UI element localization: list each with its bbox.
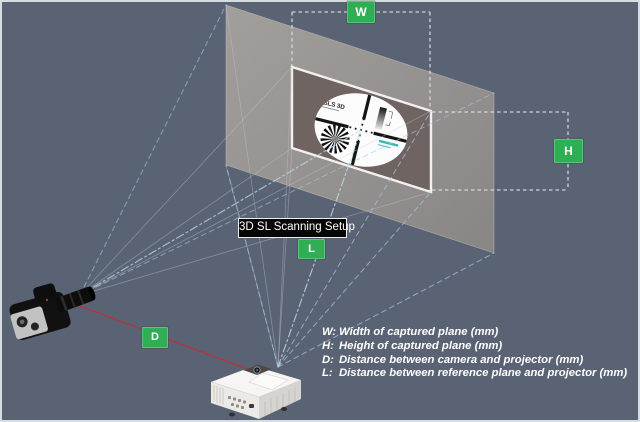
grayscale-bar: [374, 106, 387, 130]
legend-text: Distance between camera and projector (m…: [339, 353, 584, 366]
camera: [9, 283, 96, 341]
projector-buttons: [228, 396, 254, 409]
legend-item-width: W: Width of captured plane (mm): [322, 326, 627, 340]
legend-text: Distance between reference plane and pro…: [339, 367, 628, 380]
dimension-lines: [291, 11, 569, 191]
legend: W: Width of captured plane (mm) H: Heigh…: [322, 326, 627, 381]
legend-key: W:: [322, 326, 337, 338]
legend-item-camera-distance: D: Distance between camera and projector…: [322, 354, 627, 368]
width-dimension-line: [291, 11, 431, 110]
camera-rays: [79, 4, 495, 296]
legend-key: H:: [322, 339, 334, 352]
legend-item-plane-distance: L: Distance between reference plane and …: [322, 367, 627, 381]
legend-key: L:: [322, 367, 333, 380]
legend-text: Height of captured plane (mm): [339, 339, 503, 352]
diagram-title-tooltip: 3D SL Scanning Setup: [238, 218, 355, 238]
legend-text: Width of captured plane (mm): [339, 326, 499, 338]
legend-item-height: H: Height of captured plane (mm): [322, 340, 627, 354]
label-width: W: [347, 1, 375, 23]
label-camera-projector-distance: D: [142, 327, 168, 348]
projector: [210, 364, 301, 419]
camera-back-panel: [10, 306, 48, 340]
label-plane-projector-distance: L: [298, 239, 325, 259]
siemens-star: [320, 124, 350, 154]
legend-key: D:: [322, 353, 334, 366]
label-height: H: [554, 139, 583, 163]
target-brand-mark: [378, 139, 399, 147]
